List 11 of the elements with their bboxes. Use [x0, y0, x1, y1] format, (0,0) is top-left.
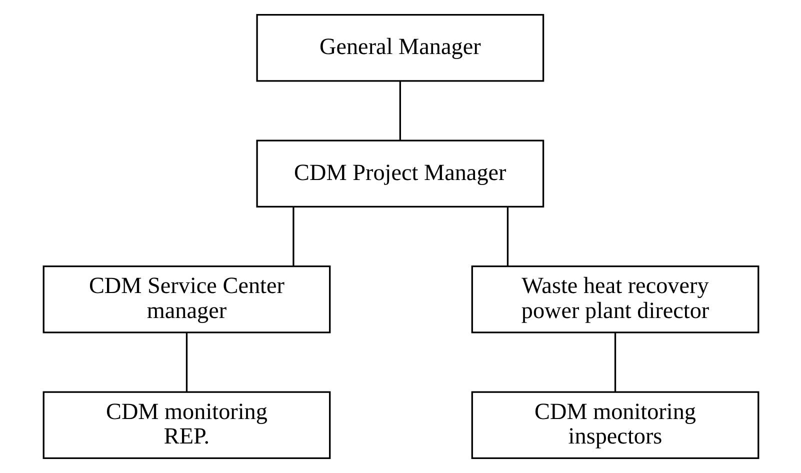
- node-box: CDM monitoring inspectors: [470, 391, 759, 460]
- node-box: CDM Project Manager: [256, 140, 544, 208]
- node-box: Waste heat recovery power plant director: [470, 265, 759, 334]
- connector: [614, 333, 616, 392]
- node-box: General Manager: [256, 14, 544, 82]
- connector: [506, 207, 508, 266]
- connector: [292, 207, 294, 266]
- node-box: CDM monitoring REP.: [42, 391, 330, 460]
- connector: [398, 82, 400, 140]
- node-box: CDM Service Center manager: [42, 265, 330, 334]
- connector: [185, 333, 188, 392]
